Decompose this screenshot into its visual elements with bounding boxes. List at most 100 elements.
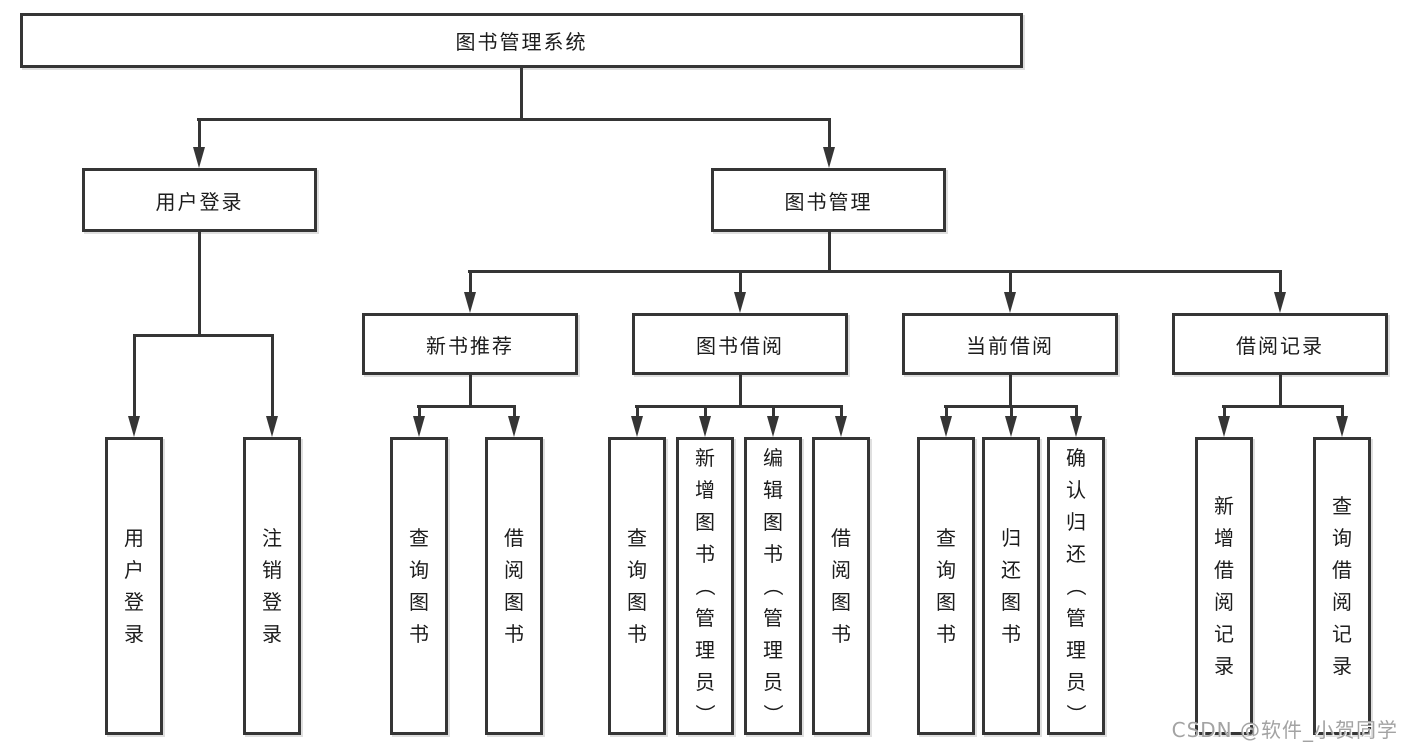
arrow-down-icon (733, 292, 746, 313)
connector-leaf-stem (771, 405, 775, 419)
vertical-char: 查 (627, 526, 647, 550)
arrow-down-icon (939, 416, 952, 437)
vertical-char: 户 (124, 558, 144, 582)
connector-leaf-stem (1074, 405, 1078, 419)
connector-borrowing-drop (738, 375, 742, 408)
vertical-char: 借 (1332, 558, 1352, 582)
node-current-borrowing: 当前借阅 (902, 313, 1118, 375)
vertical-char: 书 (695, 542, 715, 566)
vertical-char: 登 (262, 590, 282, 614)
arrow-down-icon (127, 416, 140, 437)
vertical-char: 阅 (831, 558, 851, 582)
leaf-logout: 注销登录 (243, 437, 301, 735)
vertical-char: 增 (1214, 526, 1234, 550)
vertical-char: 书 (831, 622, 851, 646)
connector-leaf-stem (839, 405, 843, 419)
vertical-char: （ (1064, 576, 1088, 596)
vertical-char: 辑 (763, 478, 783, 502)
vertical-char: 询 (1332, 526, 1352, 550)
arrow-down-icon (834, 416, 847, 437)
vertical-char: 员 (1066, 670, 1086, 694)
arrow-down-icon (698, 416, 711, 437)
csdn-watermark: CSDN @软件_小贺同学 (1171, 718, 1398, 742)
connector-leaf-stem (270, 334, 274, 419)
leaf-edit-books-admin: 编辑图书（管理员） (744, 437, 802, 735)
vertical-char: （ (761, 576, 785, 596)
vertical-char: 录 (124, 622, 144, 646)
connector-borrowing-hbar (635, 405, 843, 408)
connector-userlogin-hbar (132, 334, 274, 337)
arrow-down-icon (192, 147, 205, 168)
connector-userlogin-drop (197, 232, 201, 337)
vertical-char: 增 (695, 478, 715, 502)
vertical-char: 书 (936, 622, 956, 646)
connector-bookmgmt-stem (827, 118, 831, 149)
connector-leaf-stem (1340, 405, 1344, 419)
node-label: 新书推荐 (426, 333, 514, 358)
leaf-query-books: 查询图书 (390, 437, 448, 735)
vertical-char: 查 (1332, 494, 1352, 518)
vertical-char: 询 (936, 558, 956, 582)
node-user-login: 用户登录 (82, 168, 317, 232)
arrow-down-icon (1335, 416, 1348, 437)
node-label: 图书管理系统 (455, 30, 588, 54)
leaf-confirm-return-admin: 确认归还（管理员） (1047, 437, 1105, 735)
connector-leaf-stem (635, 405, 639, 419)
arrow-down-icon (463, 292, 476, 313)
leaf-add-borrow-record: 新增借阅记录 (1195, 437, 1253, 735)
leaf-borrow-books: 借阅图书 (812, 437, 870, 735)
arrow-down-icon (766, 416, 779, 437)
connector-records-drop (1278, 375, 1282, 408)
node-library-management-system: 图书管理系统 (20, 13, 1023, 68)
arrow-down-icon (1069, 416, 1082, 437)
connector-leaf-stem (944, 405, 948, 419)
vertical-char: 图 (936, 590, 956, 614)
vertical-char: 查 (936, 526, 956, 550)
connector-l3-stem (1008, 270, 1012, 295)
arrow-down-icon (1004, 416, 1017, 437)
connector-leaf-stem (1222, 405, 1226, 419)
connector-l3-stem (1278, 270, 1282, 295)
leaf-query-borrow-record: 查询借阅记录 (1313, 437, 1371, 735)
vertical-char: 录 (1332, 654, 1352, 678)
connector-l3-stem (468, 270, 472, 295)
vertical-char: ） (1064, 704, 1088, 724)
vertical-char: 借 (1214, 558, 1234, 582)
vertical-char: 借 (504, 526, 524, 550)
leaf-borrow-books: 借阅图书 (485, 437, 543, 735)
vertical-char: 图 (504, 590, 524, 614)
vertical-char: 注 (262, 526, 282, 550)
vertical-char: 记 (1332, 622, 1352, 646)
vertical-char: （ (693, 576, 717, 596)
vertical-char: 录 (262, 622, 282, 646)
connector-root-stem (519, 68, 523, 120)
vertical-char: 询 (627, 558, 647, 582)
vertical-char: 图 (695, 510, 715, 534)
vertical-char: 理 (695, 638, 715, 662)
vertical-char: 阅 (1332, 590, 1352, 614)
connector-newbooks-hbar (417, 405, 516, 408)
vertical-char: 记 (1214, 622, 1234, 646)
vertical-char: 询 (409, 558, 429, 582)
arrow-down-icon (265, 416, 278, 437)
vertical-char: 书 (763, 542, 783, 566)
connector-bookmgmt-drop (827, 232, 831, 273)
vertical-char: 阅 (504, 558, 524, 582)
node-label: 图书借阅 (696, 333, 784, 358)
vertical-char: 图 (831, 590, 851, 614)
arrow-down-icon (630, 416, 643, 437)
vertical-char: 理 (1066, 638, 1086, 662)
node-label: 图书管理 (784, 189, 873, 214)
vertical-char: 图 (409, 590, 429, 614)
leaf-return-books: 归还图书 (982, 437, 1040, 735)
node-label: 用户登录 (155, 189, 244, 214)
vertical-char: 书 (409, 622, 429, 646)
vertical-char: 管 (1066, 606, 1086, 630)
arrow-down-icon (1273, 292, 1286, 313)
vertical-char: 员 (695, 670, 715, 694)
connector-leaf-stem (1009, 405, 1013, 419)
vertical-char: 图 (763, 510, 783, 534)
vertical-char: 管 (695, 606, 715, 630)
arrow-down-icon (822, 147, 835, 168)
